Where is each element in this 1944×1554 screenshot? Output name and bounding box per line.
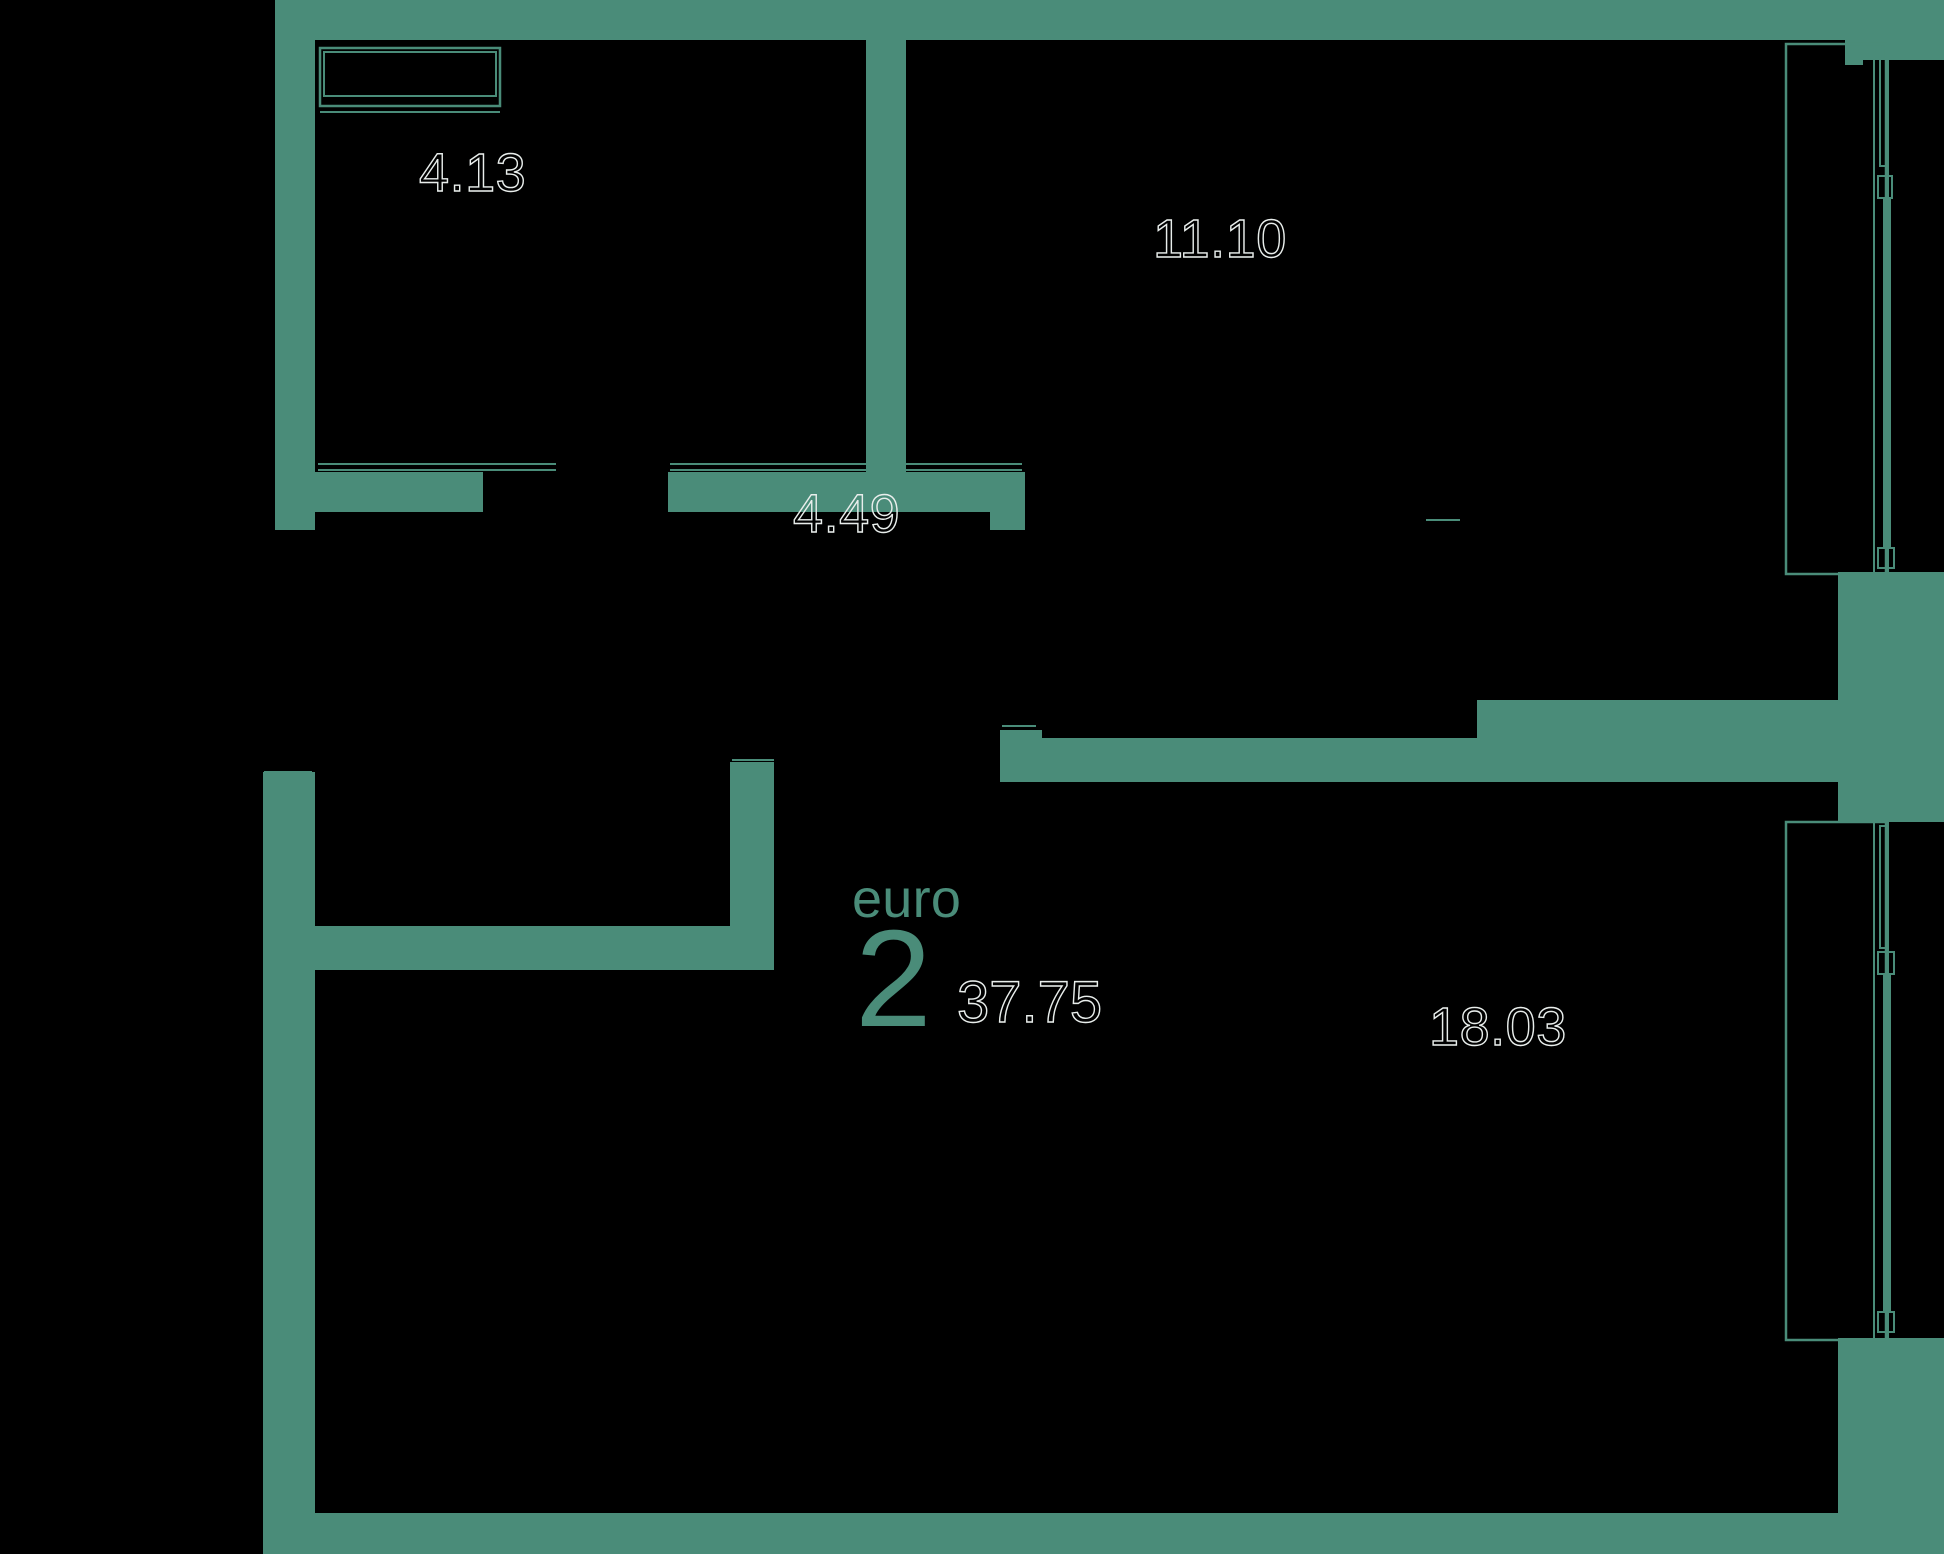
interior-walls-hall <box>1000 700 1845 782</box>
badge-layout-label: euro <box>852 869 962 929</box>
room-area-label-living-room: 18.03 <box>1428 997 1567 1057</box>
interior-walls-lower <box>264 759 774 970</box>
apartment-summary-badge: euro 2 37.75 <box>852 872 1152 1072</box>
interior-walls-upper <box>275 40 1460 530</box>
right-lower-window <box>1784 820 1895 1342</box>
exterior-walls <box>263 0 1944 1554</box>
room-area-label-kitchen: 4.13 <box>418 143 527 203</box>
badge-total-area: 37.75 <box>956 970 1103 1035</box>
top-left-balcony-window <box>318 46 502 113</box>
room-area-label-hall: 4.49 <box>792 484 901 544</box>
right-upper-window <box>1784 42 1895 576</box>
badge-rooms-count: 2 <box>855 902 932 1056</box>
room-area-label-bedroom: 11.10 <box>1152 209 1287 269</box>
